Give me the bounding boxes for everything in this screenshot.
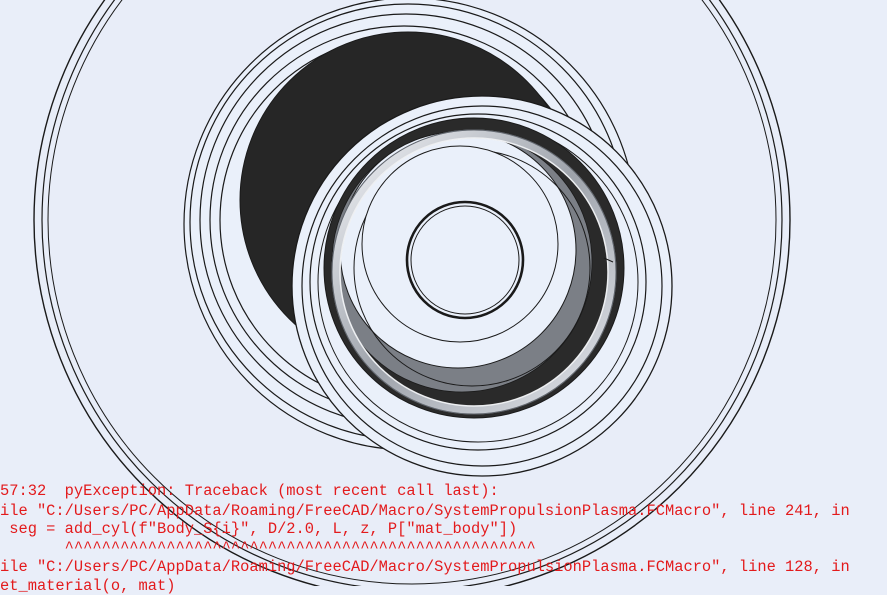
report-view: 57:32 pyException: Traceback (most recen… [0, 482, 887, 595]
report-line: 57:32 pyException: Traceback (most recen… [0, 482, 499, 500]
report-line: ^^^^^^^^^^^^^^^^^^^^^^^^^^^^^^^^^^^^^^^^… [0, 539, 536, 557]
magnetic-coil-torus [331, 129, 617, 415]
report-line: seg = add_cyl(f"Body_S{i}", D/2.0, L, z,… [0, 520, 518, 538]
central-bore [405, 200, 525, 320]
report-line: et_material(o, mat) [0, 577, 176, 595]
report-line: ile "C:/Users/PC/AppData/Roaming/FreeCAD… [0, 502, 850, 520]
report-line: ile "C:/Users/PC/AppData/Roaming/FreeCAD… [0, 558, 850, 576]
